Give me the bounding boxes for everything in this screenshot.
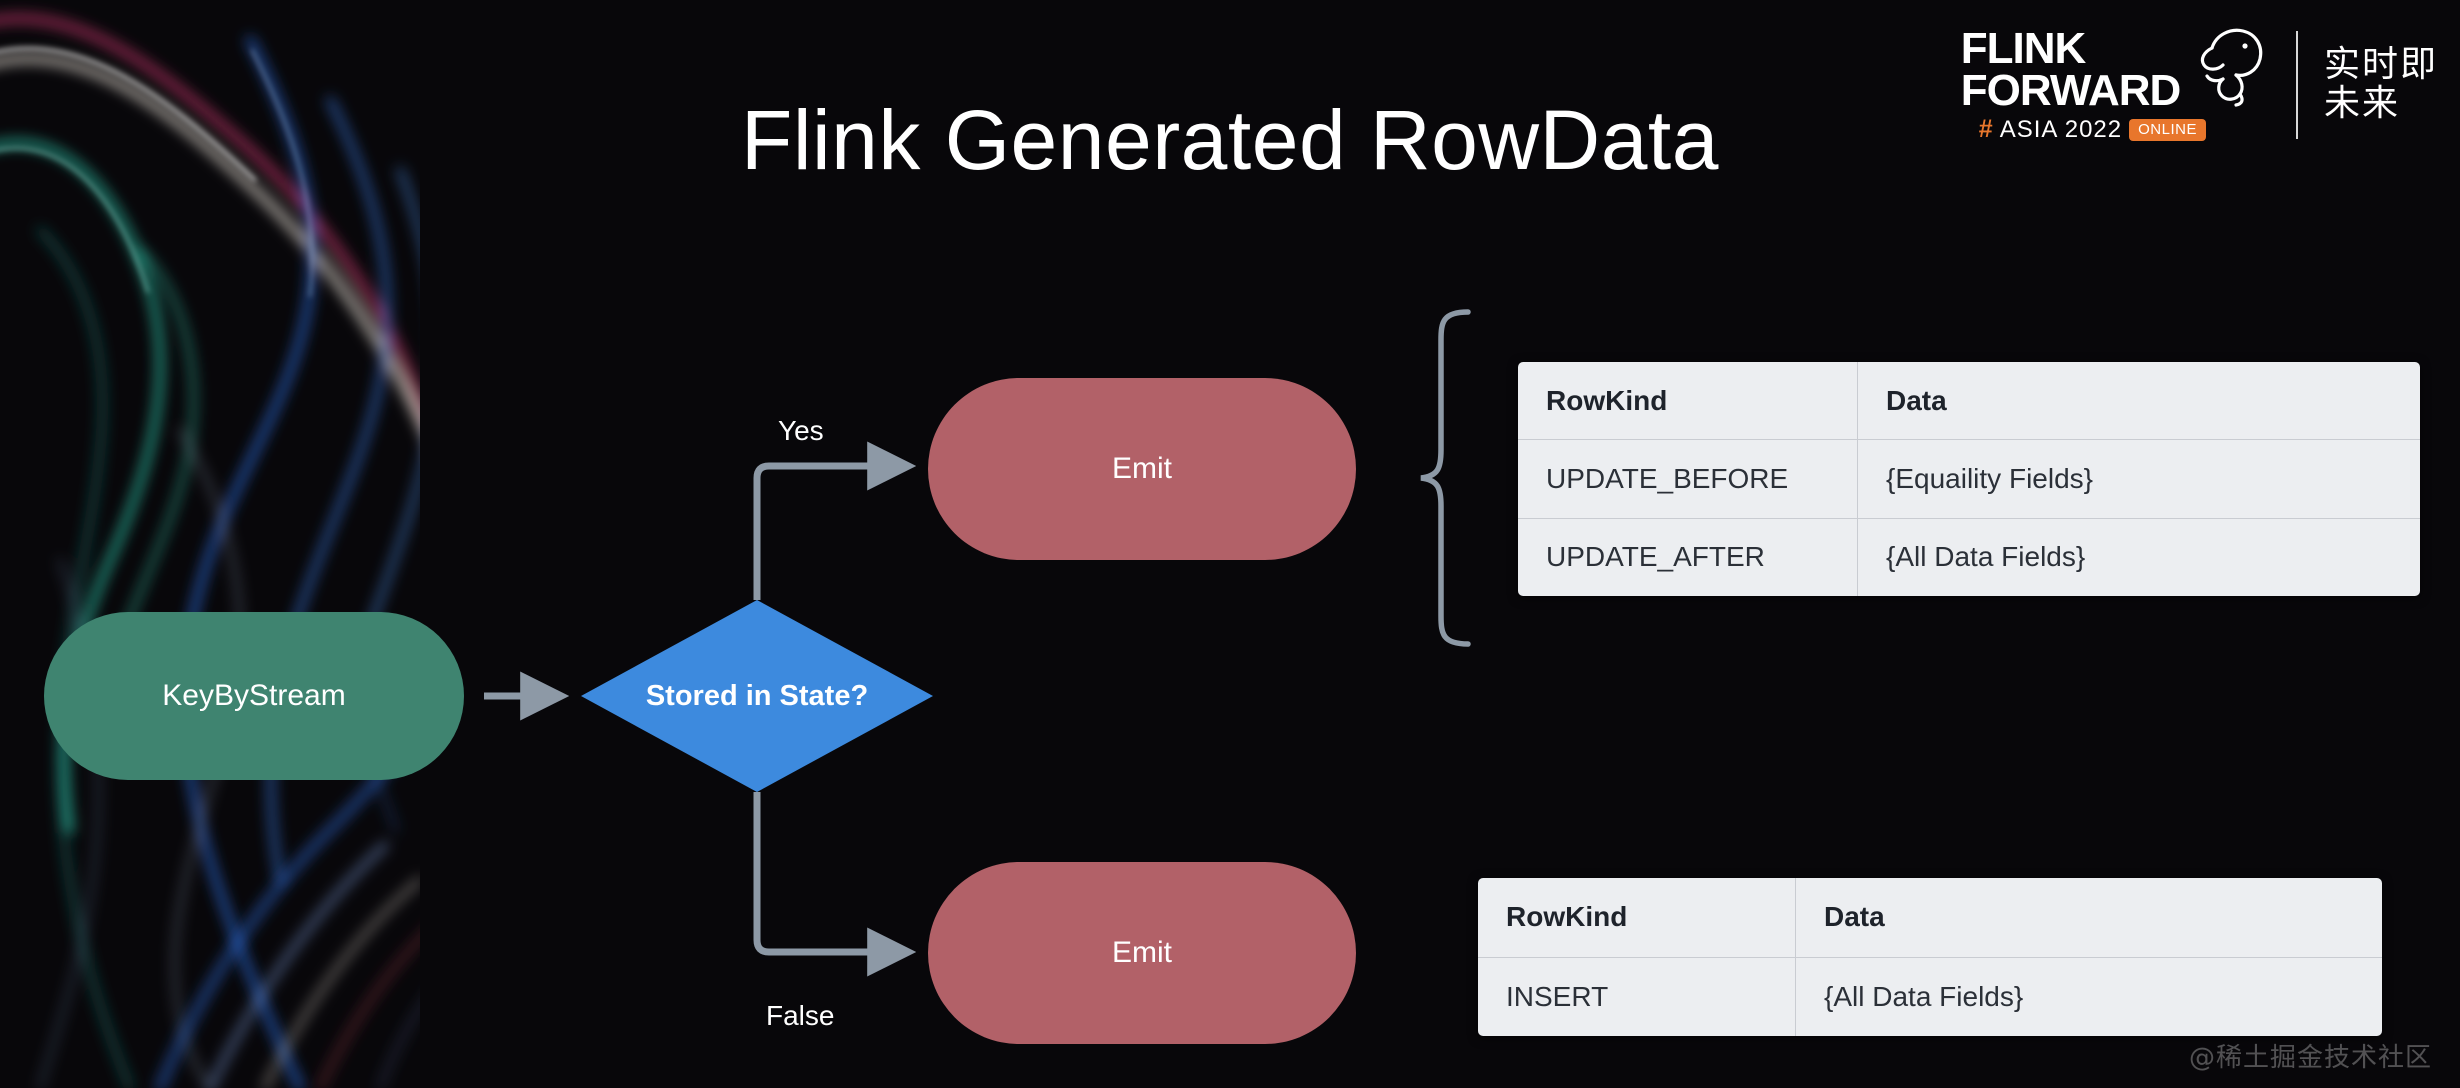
insert-table: RowKind Data INSERT {All Data Fields} [1478, 878, 2382, 1036]
node-stored-in-state[interactable]: Stored in State? [581, 600, 933, 792]
edge-yes [753, 441, 917, 600]
watermark: @稀土掘金技术社区 [2188, 1043, 2432, 1073]
cell-rowkind: UPDATE_AFTER [1518, 518, 1858, 596]
cell-data: {All Data Fields} [1886, 541, 2086, 573]
table-header-row: RowKind Data [1518, 362, 2420, 440]
column-header-rowkind: RowKind [1518, 362, 1858, 440]
page-title: Flink Generated RowData [741, 93, 1719, 187]
logo-chinese-tagline: 实时即 未来 [2323, 44, 2438, 124]
logo-cn-line-1: 实时即 [2323, 44, 2438, 86]
node-emit-false[interactable]: Emit [928, 862, 1356, 1044]
logo-online-badge: ONLINE [2129, 118, 2206, 141]
logo-line-1: FLINK [1960, 23, 2087, 73]
logo-cn-line-2: 未来 [2323, 83, 2400, 124]
edge-false [753, 792, 917, 977]
logo-line-2: FORWARD [1960, 66, 2182, 115]
table-row: UPDATE_BEFORE {Equaility Fields} [1518, 439, 2420, 518]
node-keybystream[interactable]: KeyByStream [44, 612, 464, 780]
cell-rowkind: UPDATE_BEFORE [1518, 440, 1858, 518]
node-emit-false-label: Emit [1112, 936, 1172, 969]
column-header-data: Data [1886, 384, 1947, 416]
logo-wordmark: FLINK FORWARD # ASIA 2022 ONLIN [1960, 23, 2270, 142]
node-emit-yes[interactable]: Emit [928, 378, 1356, 560]
node-emit-yes-label: Emit [1112, 452, 1172, 485]
logo-hash: # [1978, 115, 1993, 144]
cell-rowkind: INSERT [1478, 957, 1796, 1036]
cell-data: {Equaility Fields} [1886, 462, 2094, 494]
logo-event-name: ASIA 2022 [1999, 115, 2123, 143]
column-header-rowkind: RowKind [1478, 878, 1796, 957]
update-table: RowKind Data UPDATE_BEFORE {Equaility Fi… [1518, 362, 2420, 596]
edge-label-yes: Yes [778, 415, 824, 446]
cell-data: {All Data Fields} [1824, 980, 2024, 1012]
column-header-data: Data [1824, 901, 1885, 933]
flink-squirrel-icon [2186, 24, 2268, 113]
logo-divider [2295, 31, 2298, 139]
edge-label-false: False [766, 1000, 835, 1031]
logo-subtitle: # ASIA 2022 ONLINE [1961, 117, 2206, 142]
table-row: UPDATE_AFTER {All Data Fields} [1518, 517, 2420, 596]
table-header-row: RowKind Data [1478, 878, 2382, 957]
flink-forward-logo: FLINK FORWARD # ASIA 2022 ONLIN [1961, 10, 2438, 160]
curly-brace-connector [1420, 309, 1471, 647]
node-decision-label: Stored in State? [645, 679, 869, 712]
node-keybystream-label: KeyByStream [162, 679, 346, 712]
table-row: INSERT {All Data Fields} [1478, 956, 2382, 1036]
